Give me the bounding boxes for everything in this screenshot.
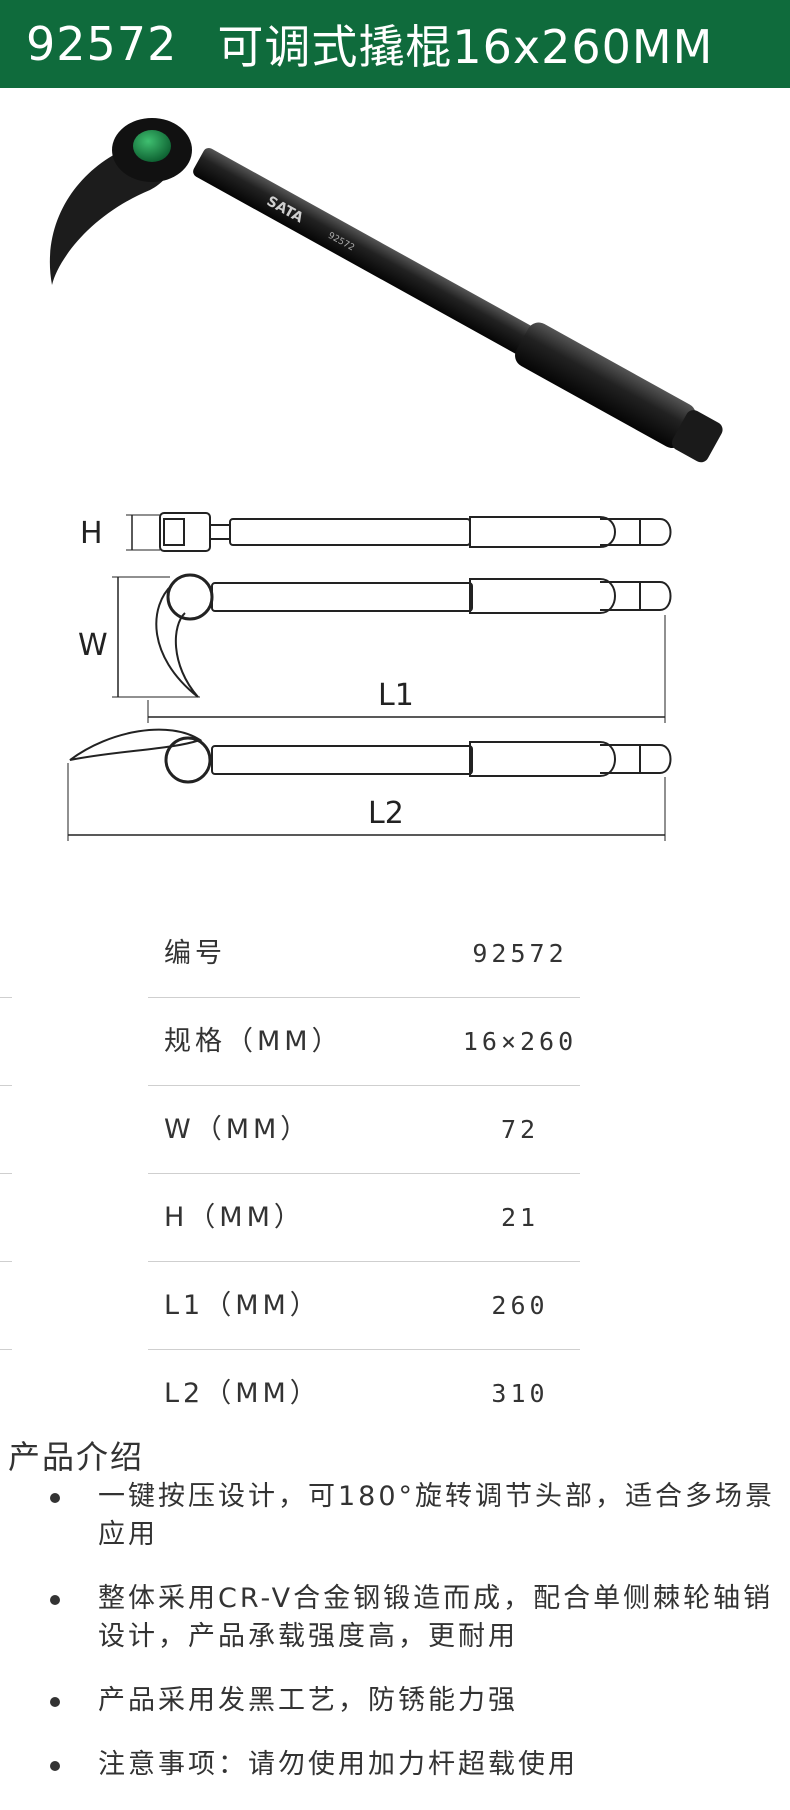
row-divider xyxy=(148,1261,580,1262)
bullet-text: 整体采用CR-V合金钢锻造而成，配合单侧棘轮轴销设计，产品承载强度高，更耐用 xyxy=(98,1583,774,1652)
row-divider xyxy=(0,1261,12,1262)
bullet-text: 注意事项：请勿使用加力杆超载使用 xyxy=(98,1749,578,1780)
label-h: H xyxy=(80,516,103,551)
row-divider xyxy=(0,997,12,998)
list-item: 产品采用发黑工艺，防锈能力强 xyxy=(0,1682,790,1720)
spec-value: 72 xyxy=(500,1115,540,1144)
row-divider xyxy=(148,1349,580,1350)
spec-row: L2（MM） 310 xyxy=(0,1350,790,1438)
product-photo: SATA 92572 xyxy=(49,118,723,463)
spec-value: 16×260 xyxy=(462,1027,578,1056)
spec-label: 编号 xyxy=(164,938,226,969)
bullet-dot-icon xyxy=(50,1761,60,1771)
spec-label: H（MM） xyxy=(164,1202,305,1233)
intro-bullet-list: 一键按压设计，可180°旋转调节头部，适合多场景应用 整体采用CR-V合金钢锻造… xyxy=(0,1478,790,1810)
spec-label: W（MM） xyxy=(164,1114,312,1145)
spec-table: 编号 92572 规格（MM） 16×260 W（MM） 72 H（MM） 21… xyxy=(0,910,790,1438)
row-divider xyxy=(0,1349,12,1350)
bullet-dot-icon xyxy=(50,1697,60,1707)
spec-row: L1（MM） 260 xyxy=(0,1262,790,1350)
dimension-drawing: H W L1 L2 xyxy=(67,512,672,841)
label-w: W xyxy=(78,628,108,663)
product-code: 92572 xyxy=(26,17,178,71)
bullet-dot-icon xyxy=(50,1493,60,1503)
row-divider xyxy=(148,1173,580,1174)
header-bar: 92572 可调式撬棍16x260MM xyxy=(0,0,790,88)
spec-row: H（MM） 21 xyxy=(0,1174,790,1262)
release-button-icon xyxy=(133,130,171,162)
list-item: 注意事项：请勿使用加力杆超载使用 xyxy=(0,1746,790,1784)
spec-label: 规格（MM） xyxy=(164,1026,343,1057)
product-title: 可调式撬棍16x260MM xyxy=(217,20,714,74)
row-divider xyxy=(0,1173,12,1174)
bullet-dot-icon xyxy=(50,1595,60,1605)
spec-row: 规格（MM） 16×260 xyxy=(0,998,790,1086)
spec-value: 21 xyxy=(500,1203,540,1232)
spec-label: L2（MM） xyxy=(164,1378,321,1409)
row-divider xyxy=(0,1085,12,1086)
spec-row: W（MM） 72 xyxy=(0,1086,790,1174)
spec-value: 92572 xyxy=(472,939,568,968)
label-l2: L2 xyxy=(368,796,404,831)
row-divider xyxy=(148,997,580,998)
spec-value: 260 xyxy=(491,1291,549,1320)
intro-title: 产品介绍 xyxy=(8,1438,145,1476)
label-l1: L1 xyxy=(378,678,414,713)
row-divider xyxy=(148,1085,580,1086)
list-item: 整体采用CR-V合金钢锻造而成，配合单侧棘轮轴销设计，产品承载强度高，更耐用 xyxy=(0,1580,790,1656)
bullet-text: 一键按压设计，可180°旋转调节头部，适合多场景应用 xyxy=(98,1481,776,1550)
bullet-text: 产品采用发黑工艺，防锈能力强 xyxy=(98,1685,518,1716)
spec-row: 编号 92572 xyxy=(0,910,790,998)
spec-label: L1（MM） xyxy=(164,1290,321,1321)
spec-value: 310 xyxy=(491,1379,549,1408)
list-item: 一键按压设计，可180°旋转调节头部，适合多场景应用 xyxy=(0,1478,790,1554)
